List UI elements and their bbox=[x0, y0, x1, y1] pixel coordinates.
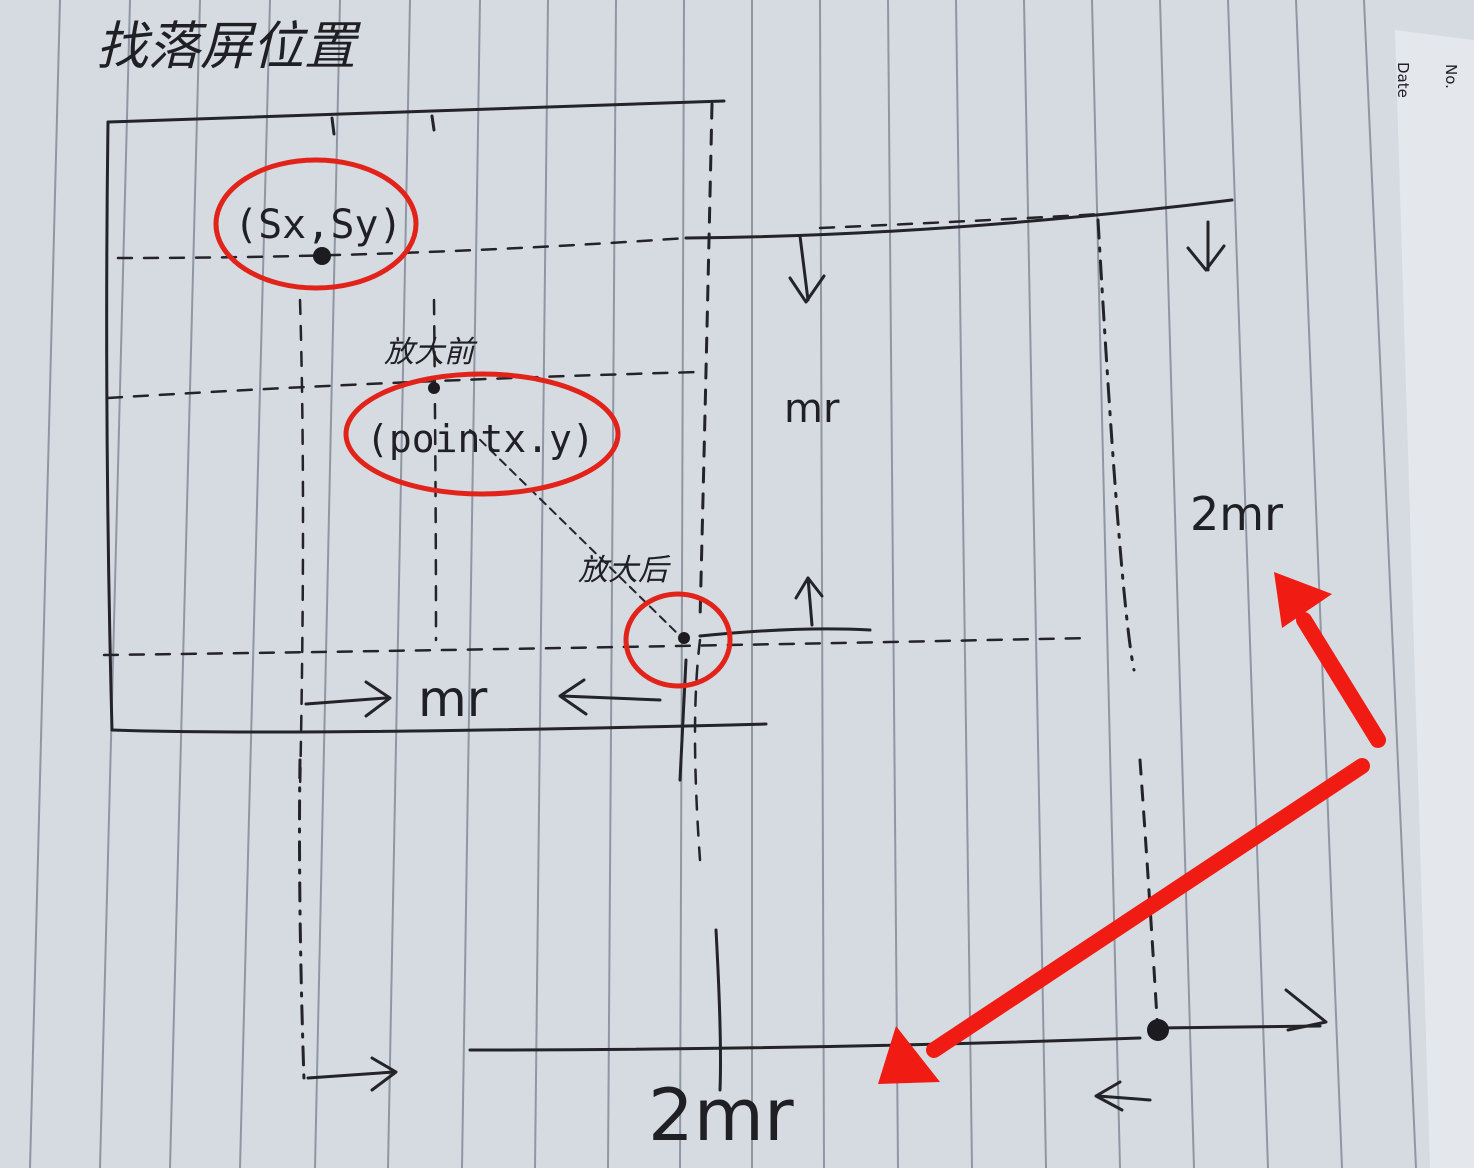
start-point-dot bbox=[313, 247, 331, 265]
rule-line bbox=[1295, 0, 1343, 1168]
start-point-label: (Sx,Sy) bbox=[234, 202, 403, 248]
no-label: No. bbox=[1442, 64, 1460, 89]
rule-line bbox=[955, 0, 973, 1168]
rule-line bbox=[607, 0, 617, 1168]
red-arrow-to-right-label bbox=[1274, 572, 1386, 748]
corner-point-dot bbox=[1147, 1019, 1169, 1041]
red-arrow-to-bottom-label bbox=[878, 758, 1370, 1084]
rule-line bbox=[99, 0, 131, 1168]
after-point-highlight bbox=[623, 591, 733, 689]
rule-line bbox=[314, 0, 341, 1168]
rule-line bbox=[1159, 0, 1195, 1168]
two-mr-right-label: 2mr bbox=[1190, 487, 1283, 541]
point-label: (pointx.y) bbox=[366, 417, 595, 461]
after-label: 放大后 bbox=[578, 553, 671, 588]
rule-line bbox=[1227, 0, 1269, 1168]
notebook-rules bbox=[29, 0, 1417, 1168]
start-point-highlight bbox=[213, 157, 419, 291]
before-point-dot bbox=[428, 382, 440, 394]
before-label: 放大前 bbox=[384, 335, 478, 370]
screen-rectangle bbox=[105, 99, 768, 734]
guide-lines bbox=[102, 212, 1102, 862]
rule-line bbox=[534, 0, 549, 1168]
mr-horizontal-arrows bbox=[304, 678, 1328, 1112]
point-highlight bbox=[343, 371, 621, 497]
rule-line bbox=[887, 0, 899, 1168]
page-margin-strip bbox=[1395, 30, 1474, 1168]
rule-line bbox=[169, 0, 201, 1168]
page-title: 找落屏位置 bbox=[96, 17, 361, 77]
rule-line bbox=[679, 0, 685, 1168]
rule-line bbox=[29, 0, 61, 1168]
mr-vertical-arrows bbox=[788, 220, 1226, 627]
two-mr-bottom-label: 2mr bbox=[648, 1073, 794, 1157]
after-point-dot bbox=[678, 632, 690, 644]
rule-line bbox=[819, 0, 825, 1168]
rule-line bbox=[239, 0, 271, 1168]
rule-line bbox=[1091, 0, 1121, 1168]
zoomed-rectangle bbox=[298, 198, 1234, 1092]
rule-line bbox=[1363, 0, 1417, 1168]
mr-horizontal-label: mr bbox=[418, 670, 488, 728]
mr-vertical-label: mr bbox=[784, 386, 840, 432]
rule-line bbox=[461, 0, 481, 1168]
date-label: Date bbox=[1394, 62, 1412, 98]
tick-lines bbox=[330, 114, 872, 782]
